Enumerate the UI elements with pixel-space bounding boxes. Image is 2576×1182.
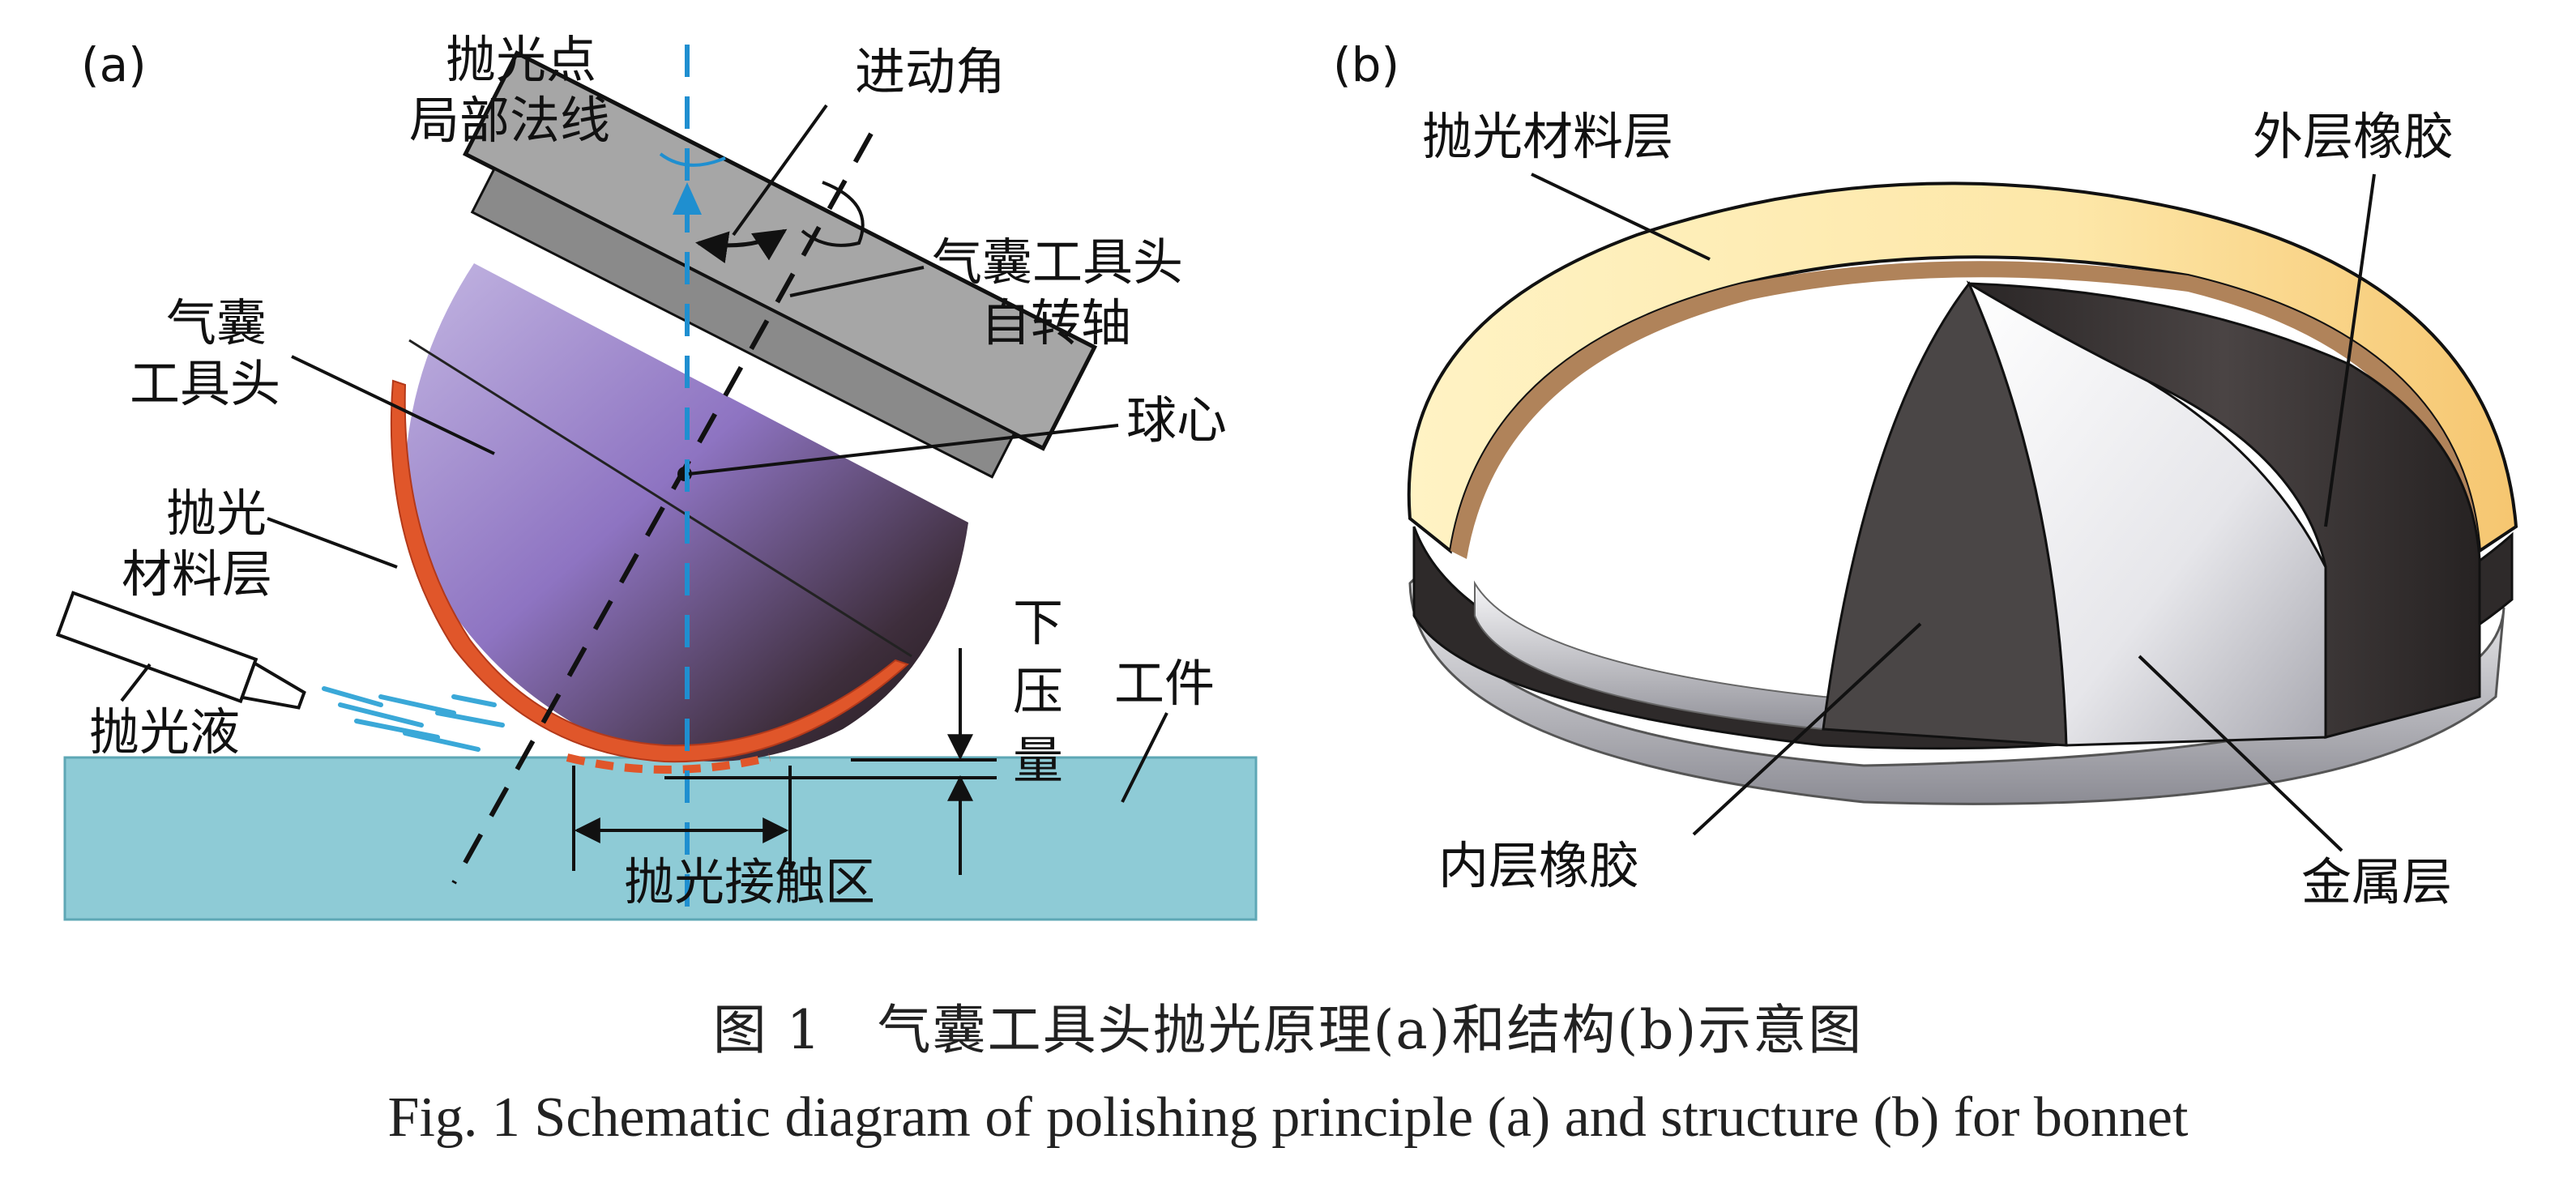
contact-zone-dimension [572, 766, 792, 871]
label-normal-line-2: 局部法线 [409, 91, 610, 150]
panel-b: (b) 抛光材料层 外层橡胶 内层橡胶 金属层 [1333, 37, 2518, 911]
slurry-spray [322, 686, 505, 752]
panel-b-label: (b) [1333, 37, 1399, 92]
label-polish-layer-2: 材料层 [122, 544, 272, 604]
label-press-1: 下 [1013, 593, 1063, 652]
label-bonnet-1: 气囊 [166, 293, 267, 352]
label-press-2: 压 [1013, 662, 1063, 721]
label-press-3: 量 [1013, 731, 1063, 790]
metal-layer [1966, 280, 2327, 747]
label-inner-rubber: 内层橡胶 [1438, 836, 1639, 895]
precession-angle-arc [695, 228, 788, 264]
label-sphere-center: 球心 [1126, 390, 1227, 450]
label-contact-zone: 抛光接触区 [624, 852, 875, 911]
label-bonnet-2: 工具头 [130, 354, 280, 413]
normal-arrow-head [673, 182, 702, 215]
label-outer-rubber: 外层橡胶 [2253, 107, 2454, 166]
bonnet-divider [408, 339, 912, 658]
slurry-nozzle [55, 591, 306, 710]
label-polish-layer-b: 抛光材料层 [1422, 107, 1673, 166]
workpiece-leader [1121, 712, 1168, 803]
label-spin-axis-1: 气囊工具头 [932, 233, 1183, 292]
slurry-leader [120, 663, 152, 702]
label-normal-line-1: 抛光点 [446, 30, 596, 89]
panel-a-label: (a) [81, 37, 147, 92]
label-precession-angle: 进动角 [855, 42, 1006, 101]
spin-axis [451, 132, 874, 885]
normal-rotation-icon [659, 152, 726, 167]
label-polish-layer-1: 抛光 [166, 484, 267, 543]
label-spin-axis-2: 自转轴 [980, 293, 1131, 352]
caption-chinese: 图 1 气囊工具头抛光原理(a)和结构(b)示意图 [712, 999, 1864, 1061]
leader-lines-b [1531, 173, 2376, 852]
polish-layer-a [390, 379, 909, 763]
panel-a: (a) [55, 30, 1258, 921]
spin-rotation-icon [801, 181, 865, 247]
leader-lines-a [267, 104, 1119, 569]
label-metal-layer: 金属层 [2301, 852, 2452, 911]
caption-english: Fig. 1 Schematic diagram of polishing pr… [387, 1086, 2189, 1149]
label-slurry: 抛光液 [89, 702, 240, 762]
press-depth-marker [664, 648, 997, 875]
label-workpiece: 工件 [1114, 654, 1215, 713]
contact-deformation [566, 753, 771, 774]
